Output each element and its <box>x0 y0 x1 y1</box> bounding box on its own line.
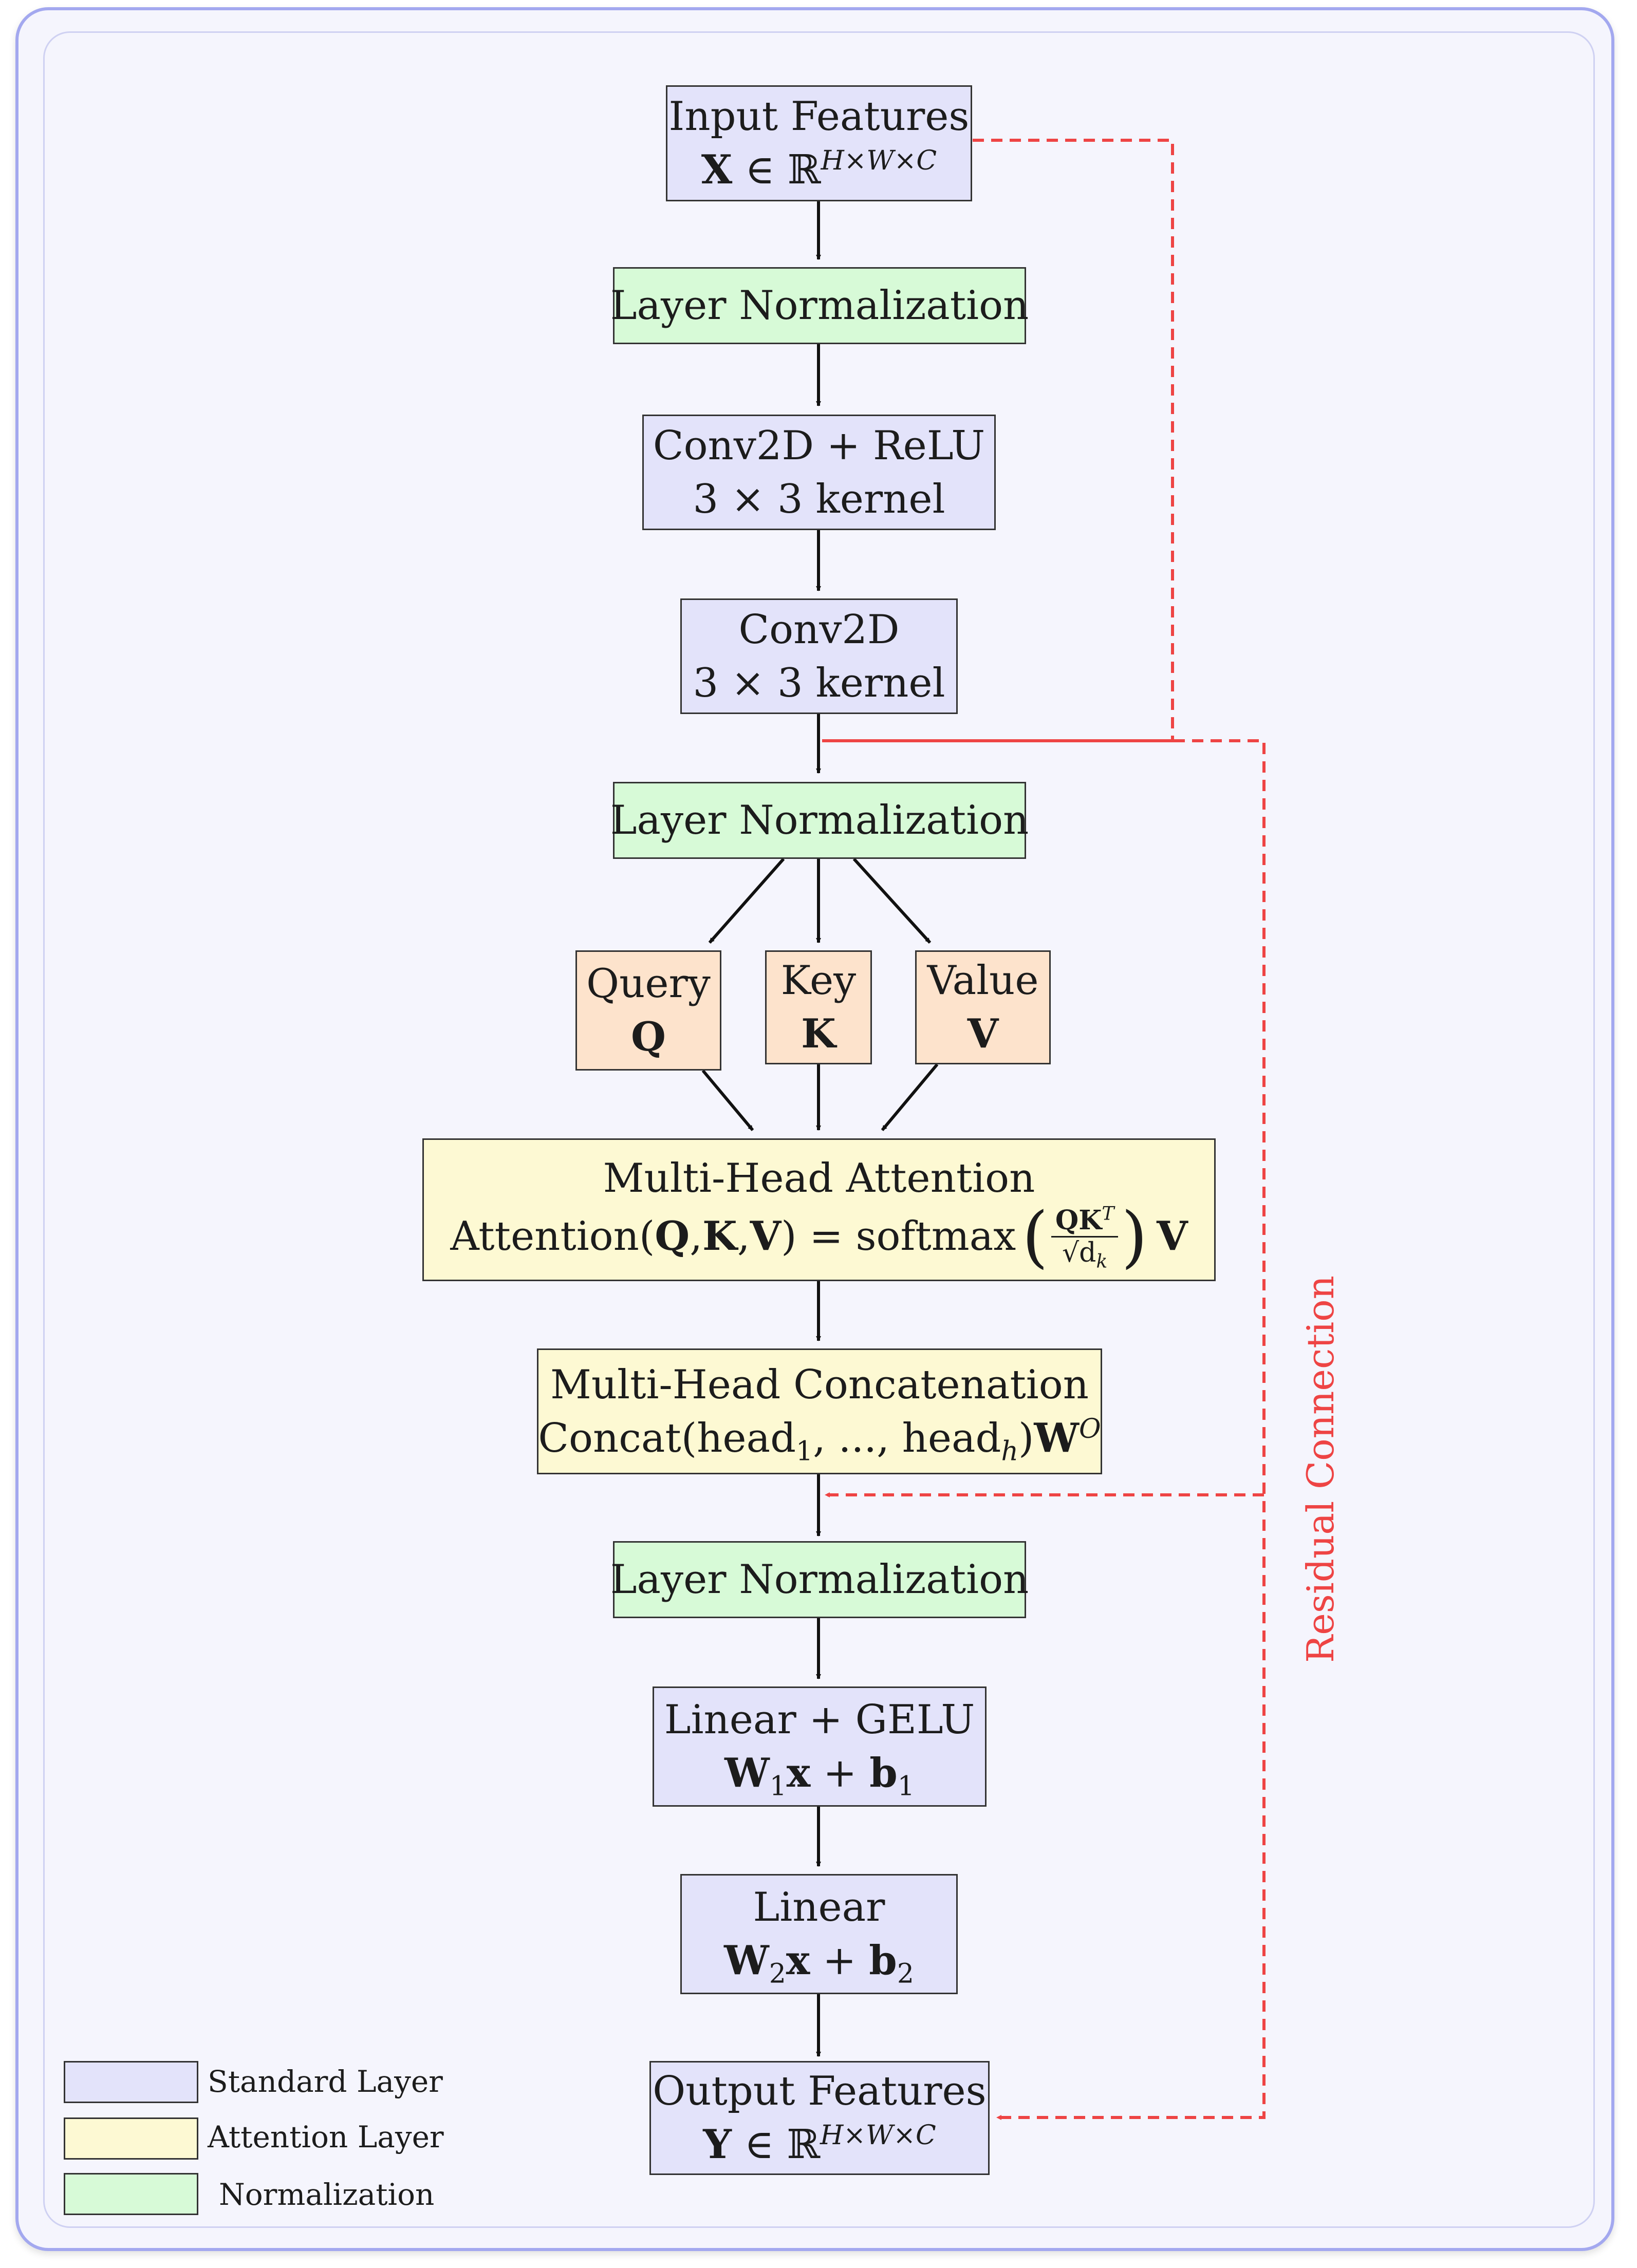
mha-formula: Attention(Q,K,V) = softmax ( QKT √dk ) V <box>450 1197 1188 1276</box>
legend-label-normalization: Normalization <box>219 2177 435 2212</box>
mha-fn: Attention( <box>450 1213 655 1260</box>
linear-formula: W2x + b2 <box>724 1934 914 1988</box>
value-block: Value V <box>915 950 1051 1064</box>
linear-b-sub: 2 <box>897 1958 914 1990</box>
output-relation: ∈ ℝ <box>744 2122 821 2168</box>
arrow-norm2-to-value <box>852 857 932 944</box>
layer-norm-1-title: Layer Normalization <box>610 283 1029 329</box>
conv-relu-title: Conv2D + ReLU <box>653 422 985 469</box>
query-title: Query <box>586 961 711 1007</box>
linear-gelu-formula: W1x + b1 <box>724 1747 915 1800</box>
mha-fraction: QKT √dk <box>1051 1205 1119 1271</box>
legend-swatch-attention <box>64 2117 198 2160</box>
input-features-title: Input Features <box>668 93 970 140</box>
inner-frame <box>43 31 1595 2228</box>
linear-title: Linear <box>753 1884 885 1930</box>
concat-mid: , ..., head <box>813 1415 1001 1461</box>
linear-w-sub: 2 <box>769 1958 786 1990</box>
linear-gelu-b-sub: 1 <box>897 1771 915 1802</box>
query-block: Query Q <box>575 950 721 1071</box>
multi-head-concat-block: Multi-Head Concatenation Concat(head1, .… <box>537 1348 1102 1474</box>
mha-q: Q <box>655 1213 690 1260</box>
layer-norm-2-title: Layer Normalization <box>610 797 1029 844</box>
layer-norm-3-block: Layer Normalization <box>610 1541 1029 1618</box>
concat-formula: Concat(head1, ..., headh)WO <box>538 1412 1101 1465</box>
legend-swatch-normalization <box>64 2173 198 2215</box>
concat-close: ) <box>1018 1415 1034 1461</box>
conv-kernel: 3 × 3 kernel <box>693 660 945 706</box>
input-relation: ∈ ℝ <box>745 147 821 193</box>
conv-block: Conv2D 3 × 3 kernel <box>680 598 958 714</box>
input-features-formula: X ∈ ℝH×W×C <box>701 143 937 197</box>
linear-block: Linear W2x + b2 <box>680 1874 958 1994</box>
layer-norm-1-block: Layer Normalization <box>610 267 1029 344</box>
conv-title: Conv2D <box>738 606 900 653</box>
linear-plus: + <box>810 1938 869 1984</box>
concat-weight-sup: O <box>1079 1413 1101 1445</box>
mha-numerator: QKT <box>1051 1205 1119 1238</box>
linear-gelu-w-sub: 1 <box>769 1771 787 1802</box>
mha-tail-v: V <box>1157 1213 1188 1260</box>
value-title: Value <box>927 958 1039 1004</box>
concat-sub-h: h <box>1001 1436 1018 1467</box>
input-symbol: X <box>701 146 733 193</box>
residual-path-1 <box>822 139 1174 742</box>
mha-equals-softmax: ) = softmax <box>781 1213 1016 1260</box>
mha-numerator-transpose: T <box>1102 1203 1114 1225</box>
mha-numerator-qk: QK <box>1055 1204 1102 1236</box>
layer-norm-2-block: Layer Normalization <box>610 782 1029 859</box>
mha-comma-2: , <box>737 1213 750 1260</box>
mha-denominator: √dk <box>1062 1237 1107 1271</box>
linear-w: W <box>724 1937 769 1984</box>
linear-gelu-block: Linear + GELU W1x + b1 <box>653 1686 987 1807</box>
input-dims: H×W×C <box>821 145 937 176</box>
concat-sub-1: 1 <box>796 1436 813 1467</box>
output-features-block: Output Features Y ∈ ℝH×W×C <box>649 2061 990 2175</box>
legend-label-attention: Attention Layer <box>208 2120 444 2154</box>
concat-weight: W <box>1034 1414 1080 1461</box>
conv-relu-kernel: 3 × 3 kernel <box>693 476 945 522</box>
mha-k: K <box>702 1213 737 1260</box>
multi-head-attention-block: Multi-Head Attention Attention(Q,K,V) = … <box>422 1138 1216 1281</box>
key-block: Key K <box>765 950 872 1064</box>
legend-swatch-standard <box>64 2061 198 2103</box>
linear-gelu-w: W <box>724 1750 770 1796</box>
input-features-block: Input Features X ∈ ℝH×W×C <box>666 85 972 201</box>
key-symbol: K <box>801 1010 836 1057</box>
output-features-title: Output Features <box>653 2068 987 2114</box>
residual-connection-label: Residual Connection <box>1299 1276 1342 1663</box>
flow-arrows <box>701 201 939 2057</box>
mha-comma-1: , <box>690 1213 703 1260</box>
arrow-norm2-to-query <box>708 858 785 944</box>
value-symbol: V <box>967 1010 999 1057</box>
output-features-formula: Y ∈ ℝH×W×C <box>703 2118 936 2171</box>
linear-b: b <box>869 1937 897 1984</box>
query-symbol: Q <box>631 1014 666 1060</box>
legend-label-standard: Standard Layer <box>208 2064 443 2099</box>
arrow-query-to-mha <box>701 1070 754 1131</box>
concat-title: Multi-Head Concatenation <box>550 1361 1089 1408</box>
output-symbol: Y <box>703 2121 732 2168</box>
residual-path-2 <box>822 739 1266 2120</box>
linear-gelu-x: x <box>786 1750 811 1796</box>
arrow-value-to-mha <box>881 1063 939 1131</box>
residual-connections <box>822 139 1266 2120</box>
mha-v: V <box>750 1213 782 1260</box>
linear-x: x <box>786 1937 810 1984</box>
linear-gelu-plus: + <box>810 1750 870 1796</box>
mha-denominator-root: √d <box>1062 1237 1096 1268</box>
linear-gelu-title: Linear + GELU <box>664 1697 975 1743</box>
concat-fn: Concat(head <box>538 1415 796 1461</box>
mha-denominator-sub: k <box>1096 1250 1108 1272</box>
layer-norm-3-title: Layer Normalization <box>610 1557 1029 1603</box>
conv-relu-block: Conv2D + ReLU 3 × 3 kernel <box>642 415 996 530</box>
linear-gelu-b: b <box>869 1750 898 1796</box>
output-dims: H×W×C <box>820 2120 936 2151</box>
key-title: Key <box>780 958 857 1004</box>
mha-title: Multi-Head Attention <box>603 1155 1035 1202</box>
